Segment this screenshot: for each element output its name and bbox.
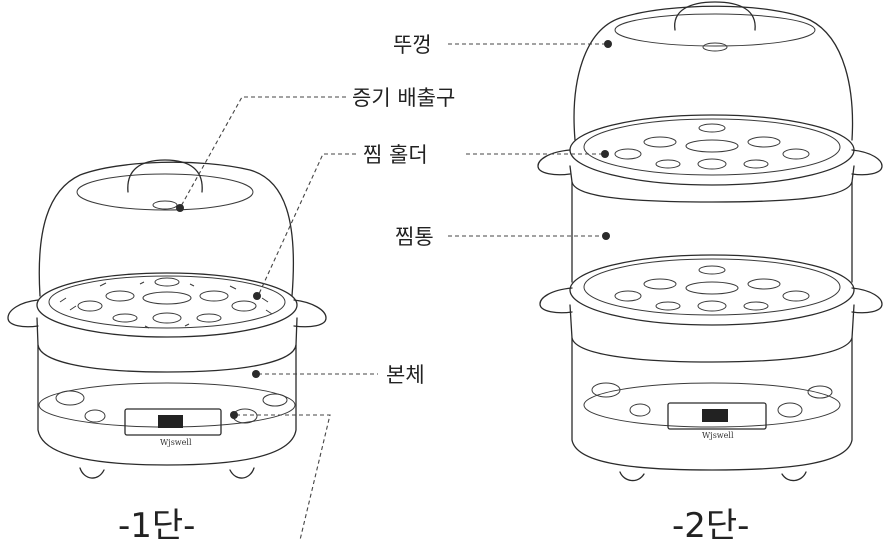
caption-2tier: -2단- — [672, 506, 749, 542]
steam-holder-pattern-bottom — [614, 265, 810, 312]
steam-holder-pattern — [59, 277, 273, 329]
steam-holder-pattern-top — [614, 123, 810, 170]
brand-left: Wjswell — [160, 438, 192, 447]
label-steam-vent: 증기 배출구 — [352, 86, 455, 110]
caption-1tier: -1단- — [118, 506, 195, 542]
label-steam-basket: 찜통 — [395, 225, 434, 249]
lid-dome — [38, 161, 295, 297]
label-body: 본체 — [386, 363, 425, 387]
label-steam-holder: 찜 홀더 — [363, 143, 428, 167]
brand-right: Wjswell — [702, 431, 734, 440]
steamer-1tier: Wjswell — [7, 159, 327, 479]
label-lid: 뚜껑 — [393, 33, 432, 57]
steamer-2tier: Wjswell — [537, 1, 883, 482]
